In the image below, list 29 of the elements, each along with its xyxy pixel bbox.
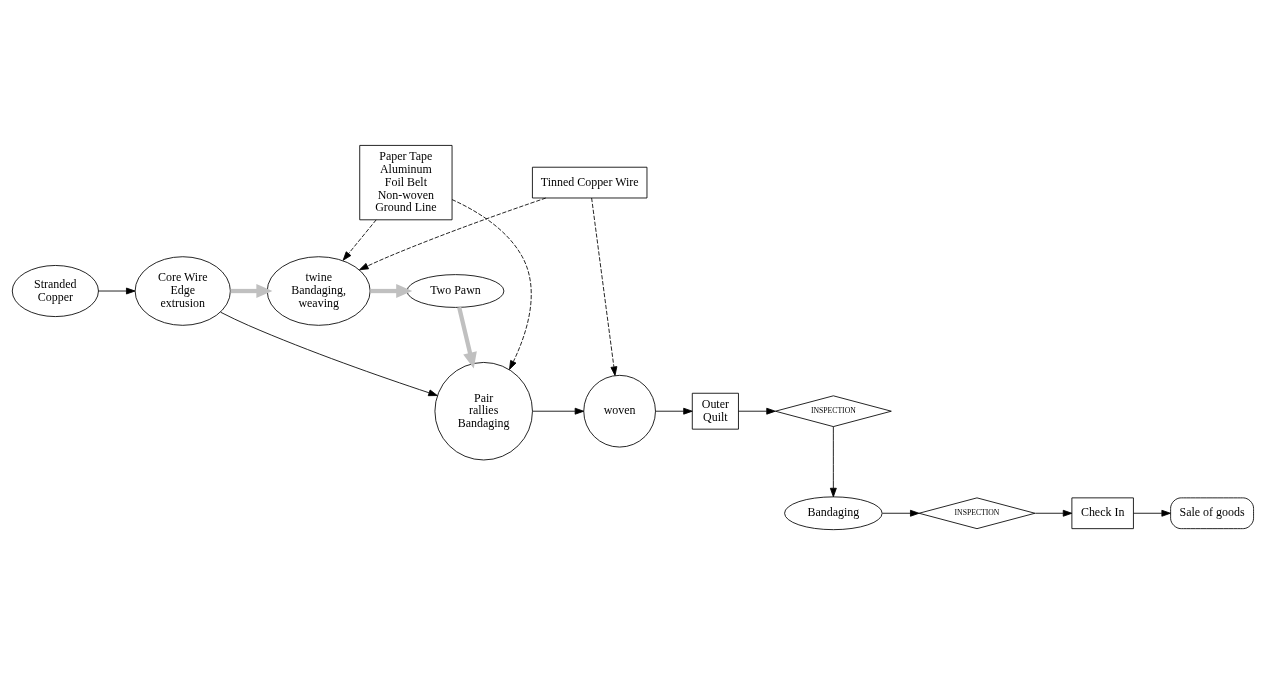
node-circle: woven (583, 374, 656, 448)
arrow (230, 284, 273, 299)
arrow (359, 197, 547, 271)
arrow (829, 426, 837, 498)
arrow (591, 197, 618, 376)
arrow (457, 306, 477, 369)
arrow (1034, 509, 1073, 517)
node-box: Check In (1071, 497, 1134, 530)
arrow (342, 219, 377, 261)
node-circle: Pair rallies Bandaging (434, 362, 533, 461)
node-diamond: INSPECTION (918, 497, 1036, 530)
arrow (98, 287, 136, 295)
arrow (532, 407, 585, 415)
node-diamond: INSPECTION (774, 395, 892, 428)
arrow (738, 407, 776, 415)
node-box: Paper Tape Aluminum Foil Belt Non-woven Ground Line (359, 145, 453, 221)
node-box: Sale of goods (1170, 497, 1254, 530)
node-box: Outer Quilt (691, 392, 739, 430)
arrow (1133, 509, 1171, 517)
node-box: Tinned Copper Wire (532, 166, 648, 199)
arrow (882, 509, 920, 517)
node-ellipse: Bandaging (784, 496, 883, 531)
arrow (220, 311, 438, 397)
arrow (370, 284, 413, 299)
node-ellipse: Two Pawn (406, 274, 505, 308)
node-ellipse: Core Wire Edge extrusion (134, 256, 231, 326)
node-ellipse: Stranded Copper (11, 265, 99, 317)
arrow (655, 407, 693, 415)
arrow (451, 199, 532, 370)
